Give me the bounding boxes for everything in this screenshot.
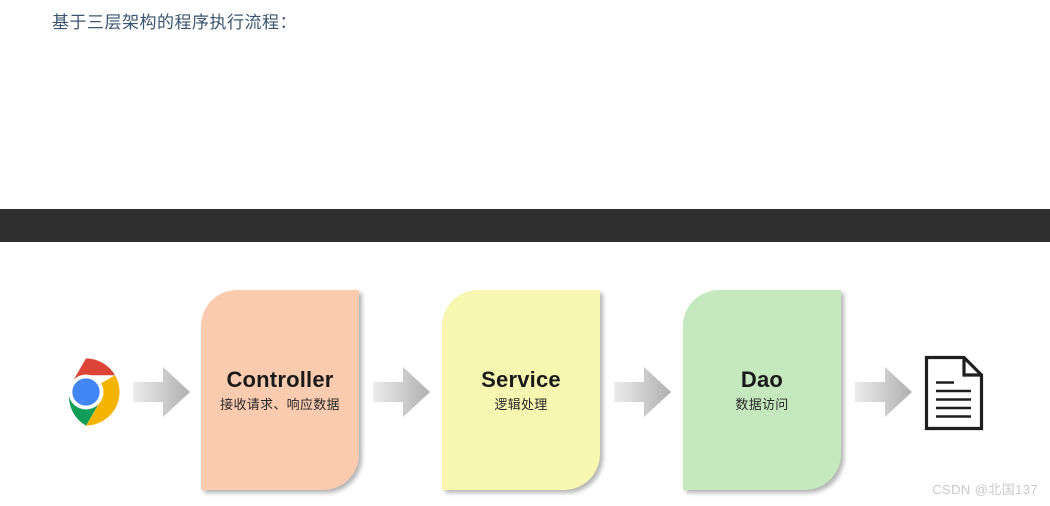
arrow-service-to-dao xyxy=(614,364,672,420)
arrow-controller-to-service xyxy=(373,364,431,420)
layer-subtitle-service: 逻辑处理 xyxy=(494,396,548,412)
csdn-watermark: CSDN @北国137 xyxy=(932,482,1038,497)
layer-box-controller[interactable]: Controller 接收请求、响应数据 xyxy=(201,290,359,490)
arrow-dao-to-document xyxy=(855,364,913,420)
layer-title-service: Service xyxy=(481,366,561,392)
page-title: 基于三层架构的程序执行流程： xyxy=(52,13,297,32)
layer-subtitle-controller: 接收请求、响应数据 xyxy=(220,396,340,412)
chrome-browser-icon xyxy=(51,357,121,427)
layer-title-controller: Controller xyxy=(226,366,334,392)
layer-box-service[interactable]: Service 逻辑处理 xyxy=(442,290,600,490)
layer-subtitle-dao: 数据访问 xyxy=(735,396,789,412)
layer-box-dao[interactable]: Dao 数据访问 xyxy=(683,290,841,490)
dark-separator-band xyxy=(0,209,1050,242)
arrow-browser-to-controller xyxy=(133,364,191,420)
document-file-icon xyxy=(924,355,984,431)
layer-title-dao: Dao xyxy=(740,366,784,392)
